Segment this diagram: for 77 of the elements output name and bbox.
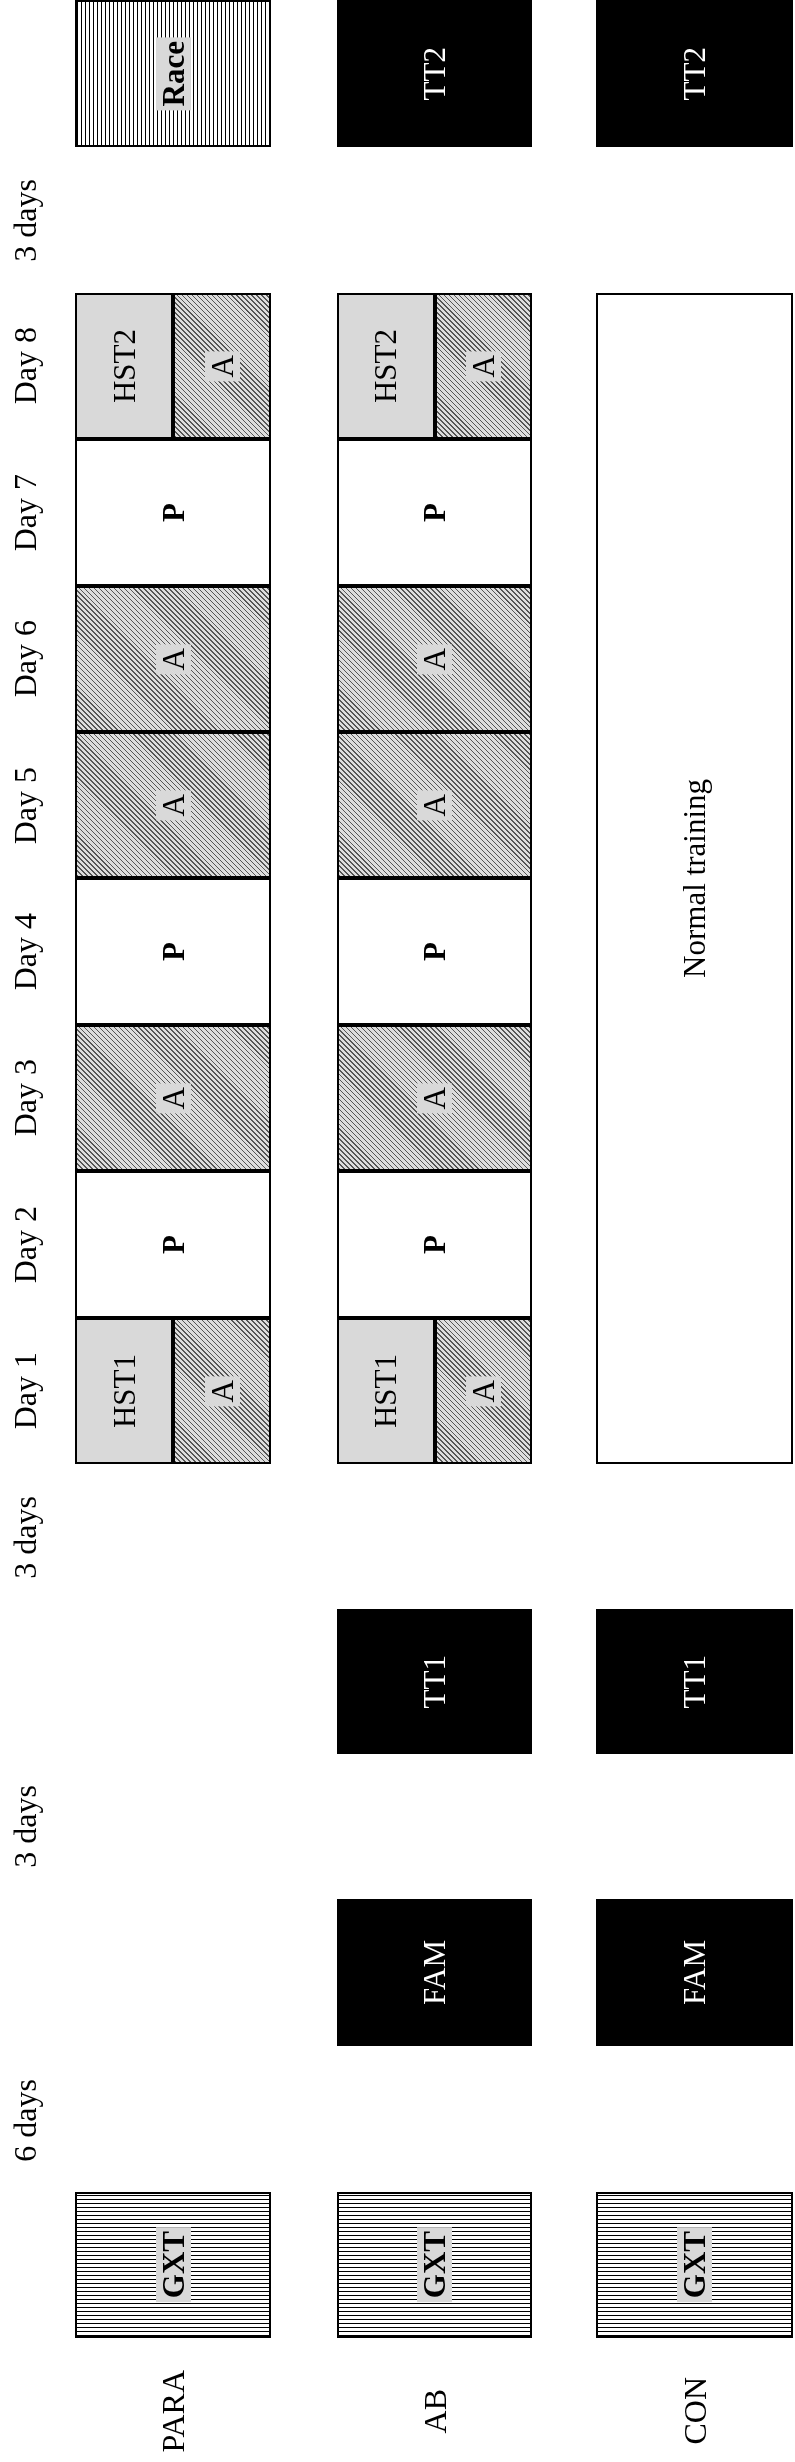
- box-label: A: [155, 1082, 191, 1114]
- trial-box: [596, 0, 793, 147]
- group-label: CON: [678, 2377, 711, 2445]
- box-label: P: [417, 1233, 452, 1256]
- box-label: A: [155, 790, 191, 821]
- test-box: [337, 292, 435, 440]
- box-label: TT2: [417, 45, 452, 103]
- session-box: [337, 439, 532, 586]
- hatched-session-box: [173, 292, 271, 440]
- hatched-session-box: [75, 585, 271, 732]
- day-label: Day 6: [9, 620, 41, 698]
- training-period-box: [596, 293, 793, 1464]
- session-box: [75, 439, 271, 586]
- day-label: Day 8: [9, 327, 41, 405]
- test-box: [75, 1317, 173, 1464]
- day-label: Day 4: [9, 912, 41, 991]
- test-box: [596, 2192, 793, 2338]
- day-label: Day 7: [9, 473, 41, 552]
- hatched-session-box: [434, 1317, 532, 1464]
- group-label: AB: [418, 2388, 451, 2434]
- box-label: HST1: [106, 1352, 142, 1430]
- box-label: P: [417, 941, 452, 964]
- box-label: A: [204, 1375, 240, 1406]
- test-box: [75, 292, 173, 440]
- box-label: P: [155, 501, 191, 524]
- box-label: P: [155, 941, 191, 964]
- box-label: P: [417, 501, 452, 524]
- interval-label: 6 days: [9, 2078, 41, 2162]
- box-label: TT2: [677, 45, 712, 103]
- box-label: GXT: [677, 2227, 712, 2303]
- session-box: [337, 1171, 532, 1318]
- trial-box: [596, 1609, 793, 1754]
- box-label: A: [417, 1082, 452, 1114]
- interval-label: 3 days: [9, 1496, 41, 1579]
- interval-label: 3 days: [9, 178, 41, 262]
- box-label: HST2: [106, 327, 142, 406]
- box-label: A: [204, 350, 240, 382]
- box-label: FAM: [417, 1939, 452, 2007]
- hatched-session-box: [434, 292, 532, 440]
- day-label: Day 5: [9, 766, 41, 844]
- hatched-session-box: [337, 585, 532, 732]
- session-box: [75, 878, 271, 1025]
- day-label: Day 1: [9, 1352, 41, 1430]
- trial-box: [337, 0, 532, 147]
- box-label: A: [465, 1375, 501, 1406]
- box-label: GXT: [155, 2227, 191, 2303]
- box-label: A: [417, 643, 452, 674]
- box-label: A: [417, 790, 452, 821]
- hatched-session-box: [173, 1317, 271, 1464]
- group-label: PARA: [157, 2369, 189, 2453]
- box-label: Race: [155, 36, 191, 111]
- box-label: TT1: [677, 1653, 712, 1711]
- box-label: HST1: [368, 1352, 404, 1430]
- box-label: P: [155, 1233, 191, 1256]
- session-box: [75, 1171, 271, 1318]
- trial-box: [596, 1899, 793, 2046]
- day-label: Day 3: [9, 1059, 41, 1137]
- test-box: [337, 2192, 532, 2338]
- test-box: [75, 2192, 271, 2338]
- box-label: A: [155, 643, 191, 674]
- box-label: FAM: [677, 1939, 712, 2007]
- box-label: GXT: [417, 2227, 452, 2303]
- box-label: HST2: [368, 327, 404, 406]
- race-box: [75, 0, 271, 147]
- hatched-session-box: [337, 732, 532, 879]
- test-box: [337, 1317, 435, 1464]
- trial-box: [337, 1609, 532, 1754]
- day-label: Day 2: [9, 1205, 41, 1284]
- session-box: [337, 878, 532, 1025]
- trial-box: [337, 1899, 532, 2046]
- hatched-session-box: [75, 732, 271, 879]
- hatched-session-box: [75, 1024, 271, 1172]
- hatched-session-box: [337, 1024, 532, 1172]
- interval-label: 3 days: [9, 1784, 41, 1868]
- box-label: A: [465, 350, 501, 382]
- box-label: Normal training: [677, 778, 712, 980]
- box-label: TT1: [417, 1653, 452, 1711]
